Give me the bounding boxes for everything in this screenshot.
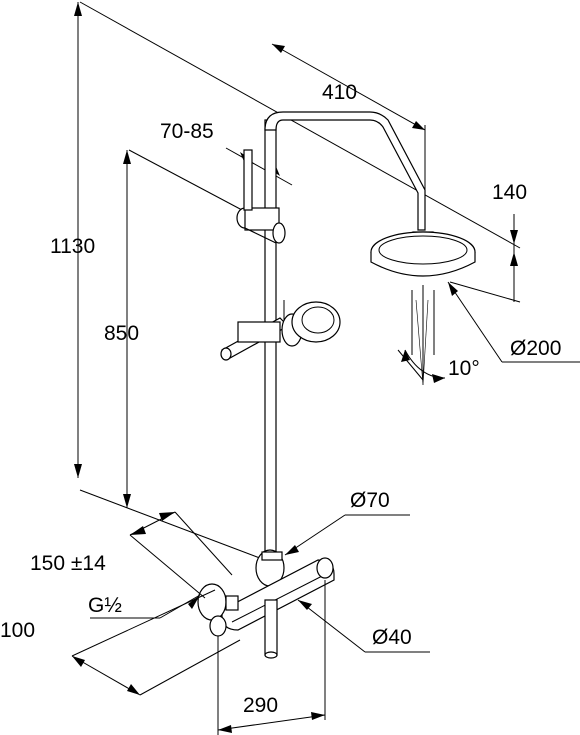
thermostatic-mixer bbox=[197, 549, 335, 659]
label-100: 100 bbox=[0, 619, 35, 642]
dim-arm-length: 410 bbox=[271, 43, 426, 228]
dim-head-angle: 10° bbox=[397, 285, 480, 386]
dim-head-diameter: Ø200 bbox=[447, 281, 580, 363]
label-150-14: 150 ±14 bbox=[30, 552, 106, 575]
dim-head-height: 140 bbox=[449, 181, 527, 303]
label-1130: 1130 bbox=[50, 235, 95, 258]
label-diameter-200: Ø200 bbox=[510, 337, 561, 360]
label-410: 410 bbox=[322, 81, 357, 104]
label-290: 290 bbox=[243, 694, 278, 717]
dim-body-diameter: Ø40 bbox=[297, 599, 430, 653]
dim-projection: 100 bbox=[0, 589, 241, 696]
label-diameter-40: Ø40 bbox=[372, 626, 412, 649]
slide-holder-upper bbox=[236, 149, 286, 244]
dim-thread: G½ bbox=[88, 594, 201, 619]
hand-shower bbox=[220, 300, 341, 361]
shower-arm bbox=[264, 111, 426, 231]
label-850: 850 bbox=[104, 322, 139, 345]
dim-slide-height: 850 bbox=[104, 149, 243, 508]
label-140: 140 bbox=[492, 181, 527, 204]
label-70-85: 70-85 bbox=[160, 120, 214, 143]
dim-mixer-diameter: Ø70 bbox=[284, 489, 410, 556]
label-thread-g-half: G½ bbox=[88, 594, 122, 617]
label-diameter-70: Ø70 bbox=[350, 489, 390, 512]
dim-wall-distance: 150 ±14 bbox=[30, 511, 233, 599]
wall-rosette-left bbox=[197, 583, 227, 621]
outlet-pipe bbox=[264, 599, 278, 656]
dim-total-height: 1130 bbox=[50, 1, 521, 561]
dim-center-distance: 290 bbox=[217, 580, 326, 735]
label-10-degree: 10° bbox=[448, 357, 480, 380]
